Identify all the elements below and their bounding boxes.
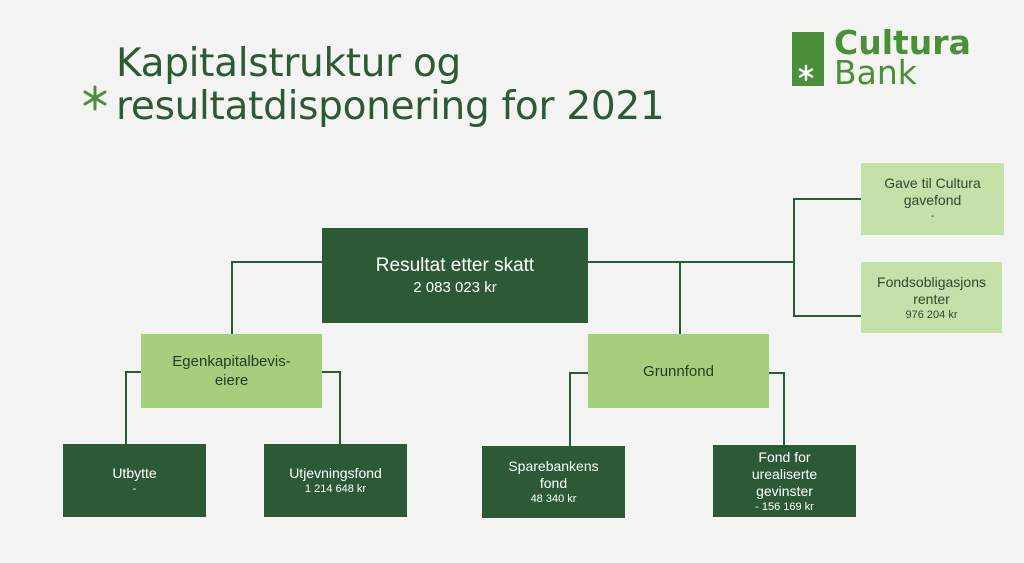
node-sparebankens-fond: Sparebankens fond 48 340 kr [482, 446, 625, 518]
node-value: 976 204 kr [905, 308, 958, 321]
node-label: Utbytte [112, 465, 157, 481]
node-value: - [930, 210, 935, 222]
node-resultat-etter-skatt: Resultat etter skatt 2 083 023 kr [322, 228, 588, 323]
title-line-2: resultatdisponering for 2021 [116, 84, 665, 129]
node-label: Grunnfond [643, 362, 714, 380]
node-value: - 156 169 kr [755, 500, 814, 513]
node-label: Sparebankens fond [508, 458, 599, 491]
connector-egenkapital-utjevning [322, 371, 341, 444]
node-label: Gave til Cultura gavefond [884, 175, 981, 208]
node-fond-urealiserte-gevinster: Fond for urealiserte gevinster - 156 169… [713, 445, 856, 517]
node-value: 2 083 023 kr [413, 278, 497, 296]
node-fondsobligasjons-renter: Fondsobligasjons renter 976 204 kr [861, 262, 1002, 333]
node-label: Egenkapitalbevis- eiere [172, 353, 291, 389]
connector-grunnfond-urealiserte [768, 372, 785, 445]
node-value: 48 340 kr [530, 493, 577, 505]
connector-root-grunnfond [588, 261, 681, 334]
node-grunnfond: Grunnfond [588, 334, 769, 408]
logo-word-bank: Bank [834, 53, 917, 92]
node-utjevningsfond: Utjevningsfond 1 214 648 kr [264, 444, 407, 517]
connector-right-branch [793, 198, 861, 317]
logo-word-cultura: Cultura [834, 23, 971, 62]
node-utbytte: Utbytte - [63, 444, 206, 517]
node-label: Utjevningsfond [289, 465, 382, 481]
page-title: Kapitalstruktur og resultatdisponering f… [116, 41, 665, 129]
title-line-1: Kapitalstruktur og [116, 41, 462, 86]
connector-root-egenkapital [231, 261, 322, 334]
node-label: Resultat etter skatt [375, 254, 535, 276]
node-label: Fond for urealiserte gevinster [751, 448, 818, 499]
node-gave-cultura-gavefond: Gave til Cultura gavefond - [861, 163, 1004, 235]
connector-grunnfond-sparebank [569, 372, 588, 446]
logo-star-mark-icon [792, 32, 824, 86]
asterisk-star-icon [83, 85, 107, 111]
node-egenkapitalbeviseiere: Egenkapitalbevis- eiere [141, 334, 322, 408]
node-value: - [132, 483, 137, 495]
connector-egenkapital-utbytte [125, 371, 141, 444]
node-label: Fondsobligasjons renter [877, 273, 986, 307]
node-value: 1 214 648 kr [304, 483, 367, 495]
